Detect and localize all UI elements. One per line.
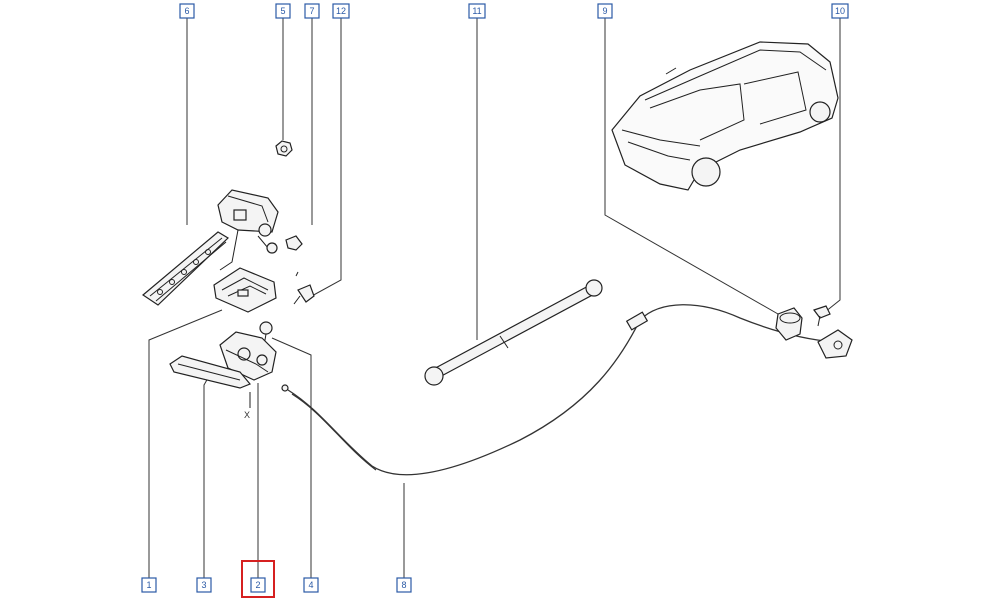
nut-part: [275, 140, 293, 157]
callout-11[interactable]: 11: [468, 3, 486, 19]
callout-label-1: 1: [146, 580, 151, 590]
callout-3[interactable]: 3: [196, 577, 212, 593]
callout-label-7: 7: [309, 6, 314, 16]
selected-callout-highlight: [241, 560, 275, 598]
x-marker-label: X: [244, 410, 250, 420]
callout-label-5: 5: [280, 6, 285, 16]
callout-label-3: 3: [201, 580, 206, 590]
gas-strut-part: [424, 279, 603, 386]
mounting-plate-part: [213, 267, 277, 313]
clip-part: [285, 235, 303, 251]
callout-label-12: 12: [336, 6, 346, 16]
callout-label-9: 9: [602, 6, 607, 16]
callout-4[interactable]: 4: [303, 577, 319, 593]
callout-label-11: 11: [472, 6, 481, 16]
release-cable-part: [281, 304, 853, 476]
bolt-10-part: [813, 305, 831, 327]
callout-12[interactable]: 12: [332, 3, 350, 19]
cover-strip-part: [169, 355, 251, 389]
callout-label-6: 6: [184, 6, 189, 16]
callout-label-10: 10: [835, 6, 845, 16]
callout-label-8: 8: [401, 580, 406, 590]
callout-5[interactable]: 5: [275, 3, 291, 19]
screw-marker: X: [244, 392, 251, 420]
leader-lines: [148, 18, 841, 578]
bushing-part: [775, 307, 803, 341]
pedal-bracket-part: [142, 189, 279, 306]
vehicle-illustration: [611, 41, 839, 191]
callout-label-2: 2: [255, 580, 260, 590]
callout-9[interactable]: 9: [597, 3, 613, 19]
callout-10[interactable]: 10: [831, 3, 849, 19]
latch-mechanism-part: [219, 331, 277, 381]
callout-label-4: 4: [308, 580, 313, 590]
callout-1[interactable]: 1: [141, 577, 157, 593]
callout-8[interactable]: 8: [396, 577, 412, 593]
callout-2[interactable]: 2: [241, 560, 275, 598]
screw-part: [293, 271, 315, 305]
callout-7[interactable]: 7: [304, 3, 320, 19]
callout-6[interactable]: 6: [179, 3, 195, 19]
